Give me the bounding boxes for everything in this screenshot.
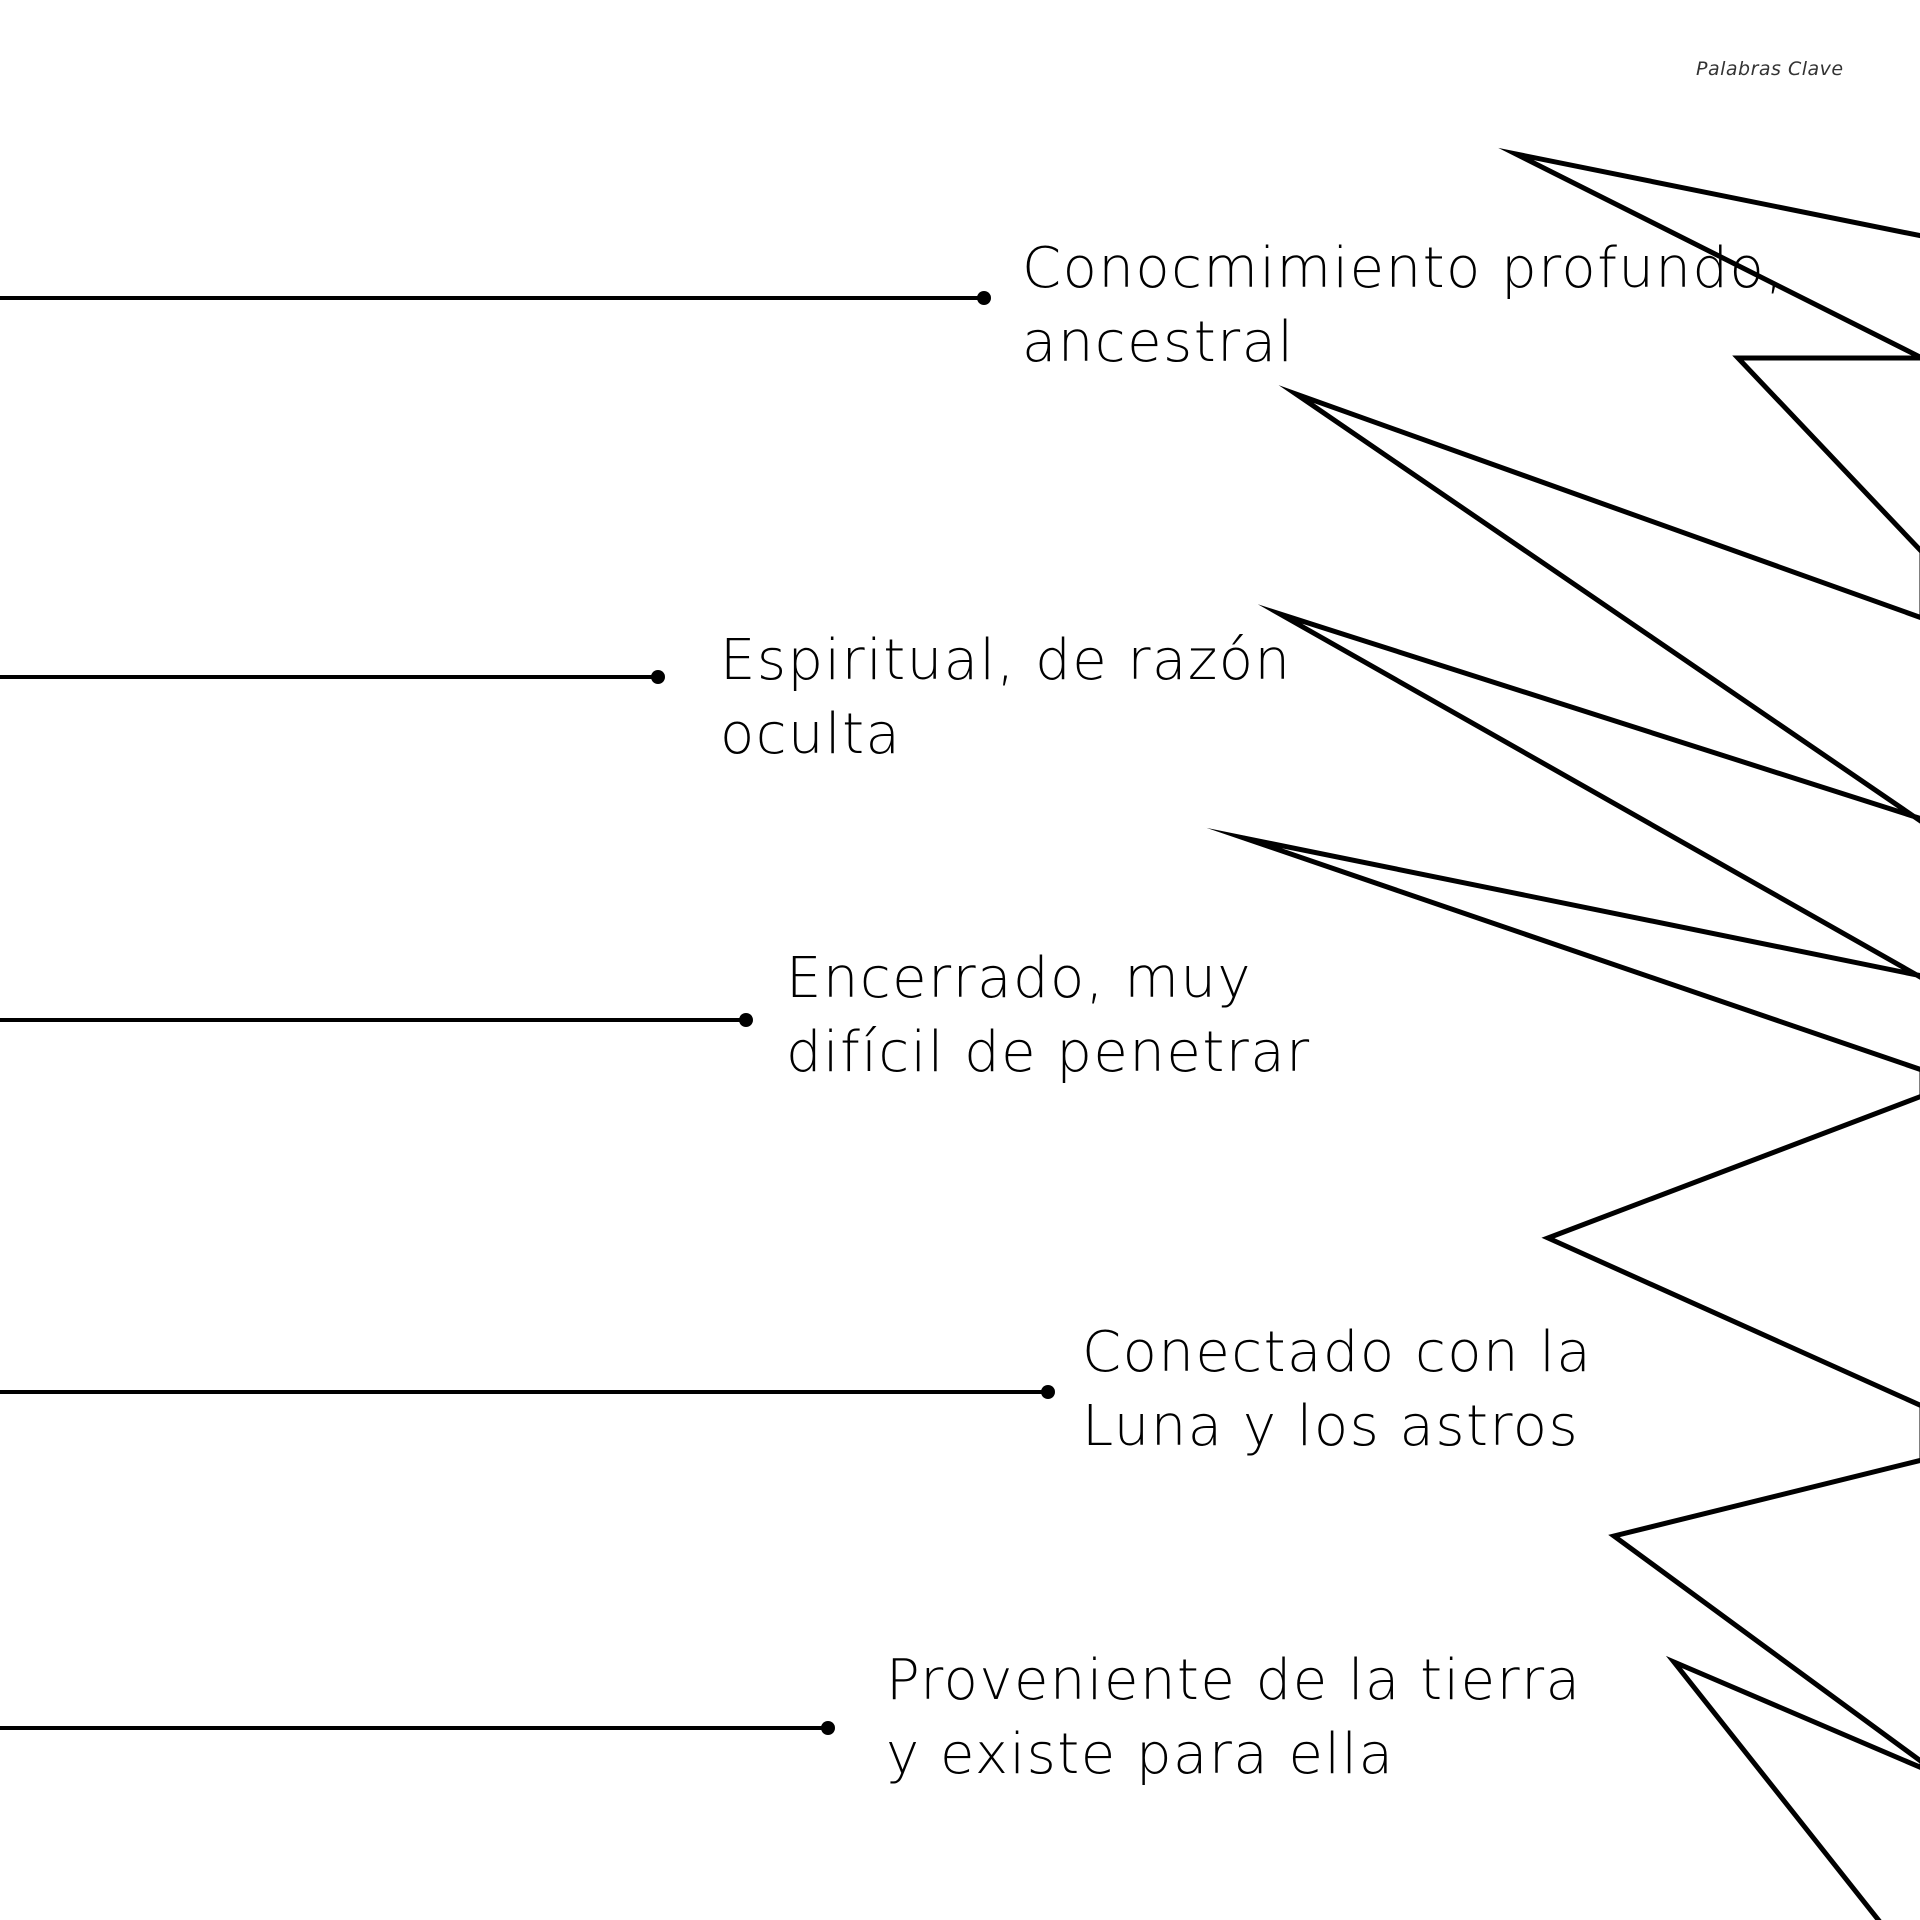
- leader-line-4: [0, 1385, 1055, 1399]
- star-outline-icon: [1206, 147, 1920, 1920]
- leader-dot-icon: [739, 1013, 753, 1027]
- leader-line-5: [0, 1721, 835, 1735]
- keyword-line: Conectado con la: [1082, 1320, 1593, 1385]
- leader-dot-icon: [977, 291, 991, 305]
- leader-line-3: [0, 1013, 753, 1027]
- keyword-line: oculta: [720, 702, 902, 767]
- leader-dot-icon: [821, 1721, 835, 1735]
- keyword-label-4: Conectado con la Luna y los astros: [1082, 1316, 1592, 1464]
- keyword-line: Luna y los astros: [1082, 1394, 1580, 1459]
- keyword-line: Encerrado, muy: [786, 946, 1253, 1011]
- keyword-line: ancestral: [1022, 310, 1295, 375]
- keyword-line: Conocmimiento profundo,: [1022, 236, 1785, 301]
- keyword-label-5: Proveniente de la tierra y existe para e…: [886, 1644, 1581, 1792]
- leader-dot-icon: [1041, 1385, 1055, 1399]
- keyword-label-2: Espiritual, de razón oculta: [720, 624, 1291, 772]
- keyword-line: Espiritual, de razón: [720, 628, 1292, 693]
- keyword-label-1: Conocmimiento profundo, ancestral: [1022, 232, 1785, 380]
- leader-line-2: [0, 670, 665, 684]
- keyword-line: y existe para ella: [886, 1722, 1395, 1787]
- leader-dot-icon: [651, 670, 665, 684]
- page-header-label: Palabras Clave: [1696, 58, 1844, 80]
- keyword-line: Proveniente de la tierra: [886, 1648, 1582, 1713]
- keyword-line: difícil de penetrar: [786, 1020, 1311, 1085]
- keyword-label-3: Encerrado, muy difícil de penetrar: [786, 942, 1311, 1090]
- leader-line-1: [0, 291, 991, 305]
